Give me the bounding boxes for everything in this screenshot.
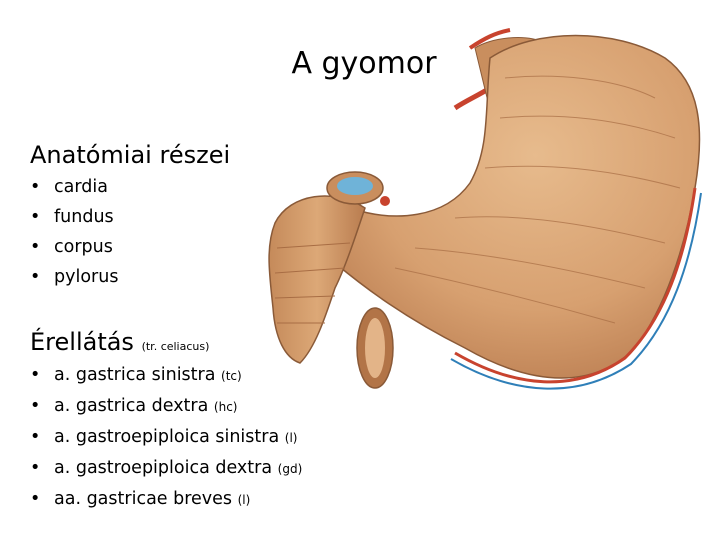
blood-supply-title: Érellátás — [30, 328, 134, 356]
list-item: • a. gastrica dextra (hc) — [30, 391, 302, 422]
bullet: • — [30, 237, 41, 257]
bullet: • — [30, 489, 41, 509]
bullet: • — [30, 207, 41, 227]
bullet: • — [30, 458, 41, 478]
list-item: • aa. gastricae breves (l) — [30, 484, 302, 515]
part-label: corpus — [54, 237, 113, 257]
list-item: • cardia — [30, 172, 118, 202]
vessel-origin: (gd) — [277, 462, 303, 476]
vessel-name: a. gastroepiploica sinistra — [54, 427, 280, 447]
blood-supply-note: (tr. celiacus) — [141, 340, 210, 353]
list-item: • fundus — [30, 202, 118, 232]
stomach-drawing — [268, 28, 702, 390]
bullet: • — [30, 427, 41, 447]
vessel-name: a. gastrica sinistra — [54, 365, 216, 385]
bullet: • — [30, 396, 41, 416]
list-item: • a. gastroepiploica dextra (gd) — [30, 453, 302, 484]
part-label: pylorus — [54, 267, 119, 287]
list-item: • a. gastroepiploica sinistra (l) — [30, 422, 302, 453]
list-item: • corpus — [30, 232, 118, 262]
vessel-name: a. gastroepiploica dextra — [54, 458, 273, 478]
bullet: • — [30, 365, 41, 385]
part-label: fundus — [54, 207, 114, 227]
blood-supply-list: • a. gastrica sinistra (tc) • a. gastrica … — [30, 360, 302, 515]
vessel-name: aa. gastricae breves — [54, 489, 233, 509]
bullet: • — [30, 177, 41, 197]
parts-heading: Anatómiai részei — [30, 141, 231, 169]
part-label: cardia — [54, 177, 108, 197]
bullet: • — [30, 267, 41, 287]
vessel-origin: (tc) — [221, 369, 242, 383]
vessel-origin: (l) — [237, 493, 251, 507]
stomach-illustration — [255, 18, 725, 526]
page-title: A gyomor — [291, 46, 437, 81]
blood-supply-heading: Érellátás (tr. celiacus) — [30, 327, 209, 362]
list-item: • pylorus — [30, 262, 118, 292]
vessel-origin: (hc) — [213, 400, 238, 414]
vessel-origin: (l) — [284, 431, 298, 445]
vessel-name: a. gastrica dextra — [54, 396, 209, 416]
list-item: • a. gastrica sinistra (tc) — [30, 360, 302, 391]
parts-list: • cardia • fundus • corpus • pylorus — [30, 172, 118, 292]
